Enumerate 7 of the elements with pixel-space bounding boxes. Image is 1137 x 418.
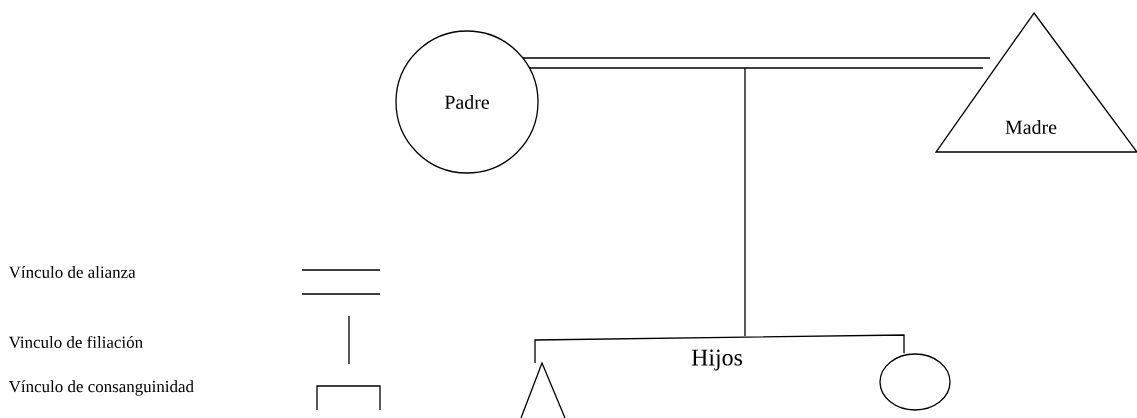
group-label: Hijos — [691, 349, 743, 371]
legend-text: Vínculo de consanguinidad — [8, 380, 194, 396]
legend-text: Vínculo de alianza — [8, 266, 136, 278]
marriage-line — [522, 57, 991, 69]
circle-symbol — [879, 353, 951, 411]
sibling-line — [534, 334, 905, 364]
legend-text: Vinculo de filiación — [8, 335, 143, 349]
